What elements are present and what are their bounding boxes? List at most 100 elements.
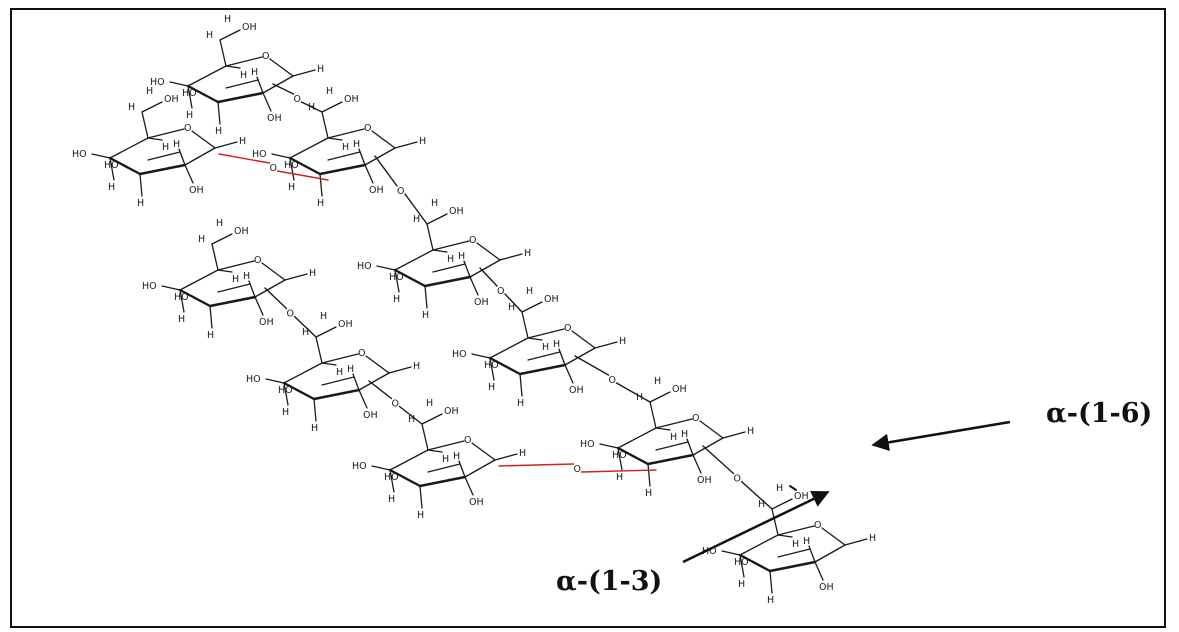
ring-bond [699,420,724,439]
glycosidic-bond [264,287,288,310]
hydrogen-label: H [393,294,400,305]
ring-bond [109,137,149,159]
ring-bond [617,427,657,449]
hydroxyl-label: OH [164,94,179,105]
hydrogen-label: H [342,142,349,153]
hydrogen-label: H [251,67,258,78]
substituent-bond [219,29,241,41]
hydrogen-label: H [137,198,144,209]
ring-bond [216,91,265,104]
hydroxyl-label: OH [338,319,353,330]
ring-bond [518,363,567,376]
ring-bond [527,351,561,361]
substituent-bond [739,554,745,578]
glycosidic-bond [740,480,773,510]
substituent-bond [594,341,618,349]
hydrogen-label: H [869,533,876,544]
substituent-bond [388,366,412,374]
ring-bond [179,269,219,291]
glycosidic-bond [702,445,735,475]
ring-bond [138,163,187,176]
hydrogen-label: H [508,302,515,313]
hydrogen-label: H [803,536,810,547]
hydroxyl-label: OH [544,294,559,305]
hydroxyl-label: OH [369,185,384,196]
substituent-bond [403,477,421,487]
annotation-arrows [682,420,1011,564]
ring-bond [469,259,501,278]
hydroxyl-label: HO [72,149,87,160]
hydroxyl-label: OH [469,497,484,508]
substituent-bond [777,534,793,538]
hydrogen-label: H [240,70,247,81]
ring-oxygen-label: O [364,123,371,134]
ring-bond [269,58,294,77]
hydroxyl-label: HO [352,461,367,472]
hydrogen-label: H [388,494,395,505]
hydrogen-label: H [320,311,327,322]
substituent-bond [211,233,233,245]
ring-bond [821,527,846,546]
hydrogen-label: H [173,139,180,150]
glycosidic-bond [300,101,323,113]
substituent-bond [419,485,423,509]
ring-bond [147,151,181,161]
substituent-bond [814,561,824,581]
hydroxyl-label: OH [697,475,712,486]
substituent-bond [139,173,143,197]
hydrogen-label: H [347,364,354,375]
ring-bond [489,337,529,359]
hydrogen-label: H [426,398,433,409]
hydrogen-label: H [419,136,426,147]
glycosidic-bond [580,469,657,473]
substituent-bond [271,153,291,159]
ring-bond [262,75,294,94]
hydroxyl-label: OH [344,94,359,105]
ring-bond [527,328,565,339]
ring-oxygen-label: O [262,51,269,62]
ring-bond [208,295,257,308]
glycosidic-bond [398,405,423,425]
hydroxyl-label: OH [672,384,687,395]
hydroxyl-label: OH [363,410,378,421]
ring-bond [471,442,496,461]
hydroxyl-label: OH [267,113,282,124]
hydroxyl-label: OH [259,317,274,328]
substituent-bond [178,148,186,166]
ring-bond [187,65,227,87]
substituent-bond [426,213,448,225]
ring-bond [432,240,470,251]
hydrogen-label: H [417,510,424,521]
hydrogen-label: H [224,14,231,25]
substituent-bond [471,353,491,359]
substituent-bond [303,165,321,175]
hydrogen-label: H [636,392,643,403]
substituent-bond [109,157,115,181]
substituent-bond [169,81,189,87]
substituent-bond [123,165,141,175]
glycosidic-bond [374,155,398,187]
hydroxyl-label: HO [484,360,499,371]
ring-bond [225,79,259,89]
substituent-bond [686,438,694,456]
substituent-bond [147,137,163,141]
ring-bond [464,459,496,478]
substituent-bond [217,269,233,273]
hydroxyl-label: HO [284,160,299,171]
substituent-bond [315,326,337,338]
ring-bond [768,560,817,573]
substituent-bond [376,265,396,271]
substituent-bond [141,111,149,139]
hydrogen-label: H [239,136,246,147]
substituent-bond [521,301,543,313]
substituent-bond [193,297,211,307]
bridge-oxygen-label: O [497,286,504,297]
substituent-bond [371,465,391,471]
ring-bond [692,437,724,456]
substituent-bond [521,311,529,339]
substituent-bond [771,508,779,536]
ring-bond [655,441,689,451]
